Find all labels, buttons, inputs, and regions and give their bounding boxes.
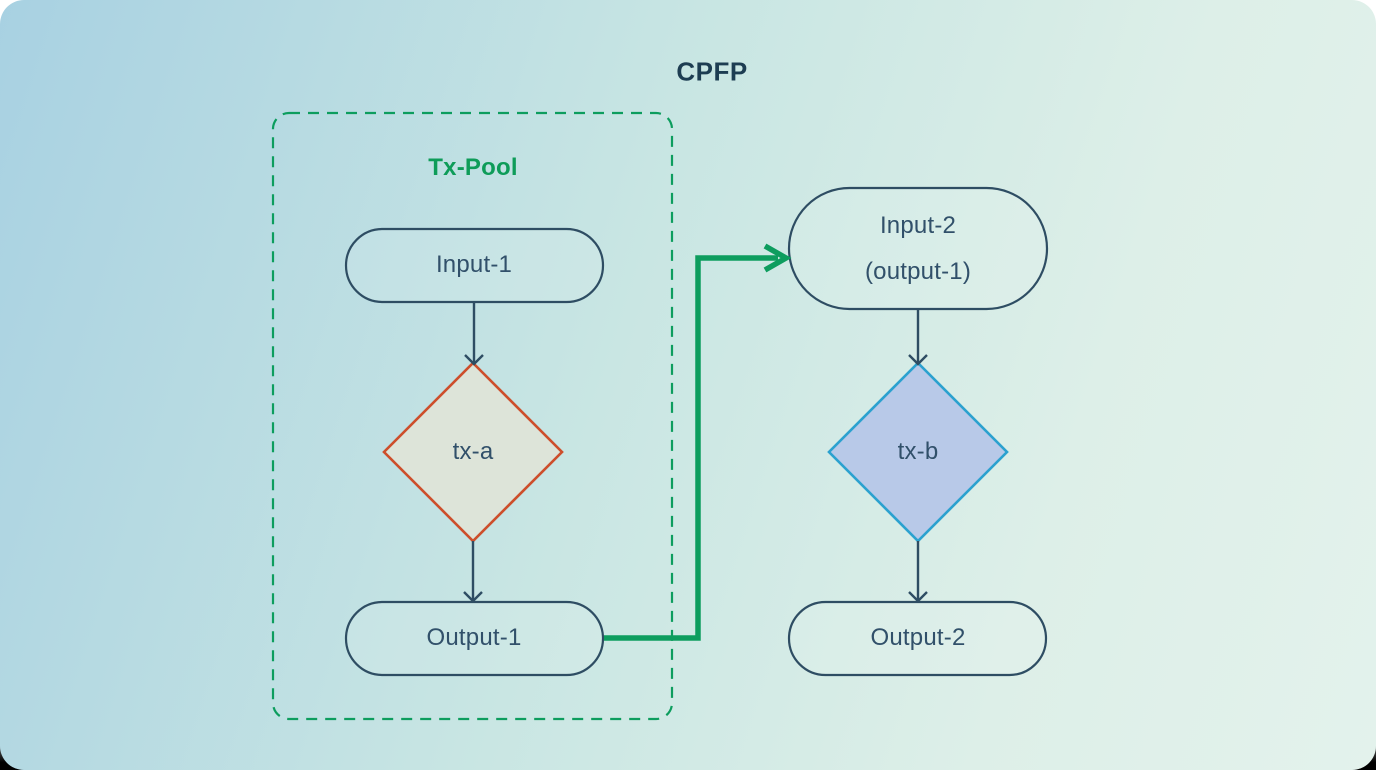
node-input-1-label: Input-1 xyxy=(435,251,513,278)
node-tx-b-label: tx-b xyxy=(897,438,939,465)
arrow-input2-to-txb xyxy=(908,309,928,366)
arrow-input1-to-txa xyxy=(464,302,484,366)
node-input-2-label-line2: (output-1) xyxy=(864,258,972,285)
arrow-output1-to-input2 xyxy=(604,243,792,641)
node-input-2-label: Input-2 (output-1) xyxy=(865,211,971,287)
node-output-2-label: Output-2 xyxy=(870,624,966,651)
arrow-txb-to-output2 xyxy=(908,541,928,603)
arrow-txa-to-output1 xyxy=(463,541,483,603)
node-output-1-label: Output-1 xyxy=(426,624,522,651)
node-input-2-label-line1: Input-2 xyxy=(879,212,957,239)
tx-pool-label: Tx-Pool xyxy=(428,154,518,181)
diagram-title: CPFP xyxy=(676,56,748,87)
node-tx-a-label: tx-a xyxy=(452,438,494,465)
